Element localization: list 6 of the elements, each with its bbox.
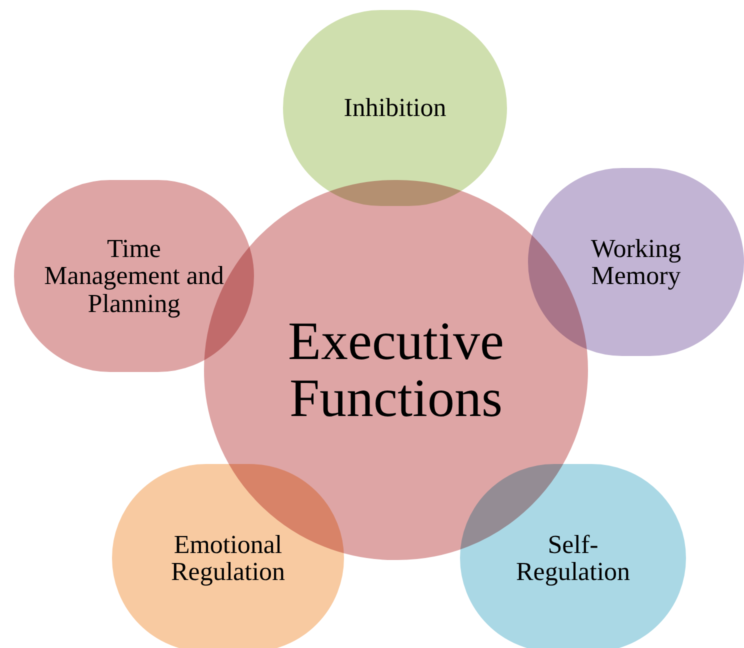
node-label: Working Memory [590, 234, 682, 290]
node-label: Self-Regulation [514, 530, 632, 586]
node-label: Emotional Regulation [170, 530, 286, 586]
node-label: Time Management and Planning [44, 235, 224, 317]
title-text: Executive Functions [287, 313, 505, 427]
node-label: Inhibition [344, 94, 446, 122]
